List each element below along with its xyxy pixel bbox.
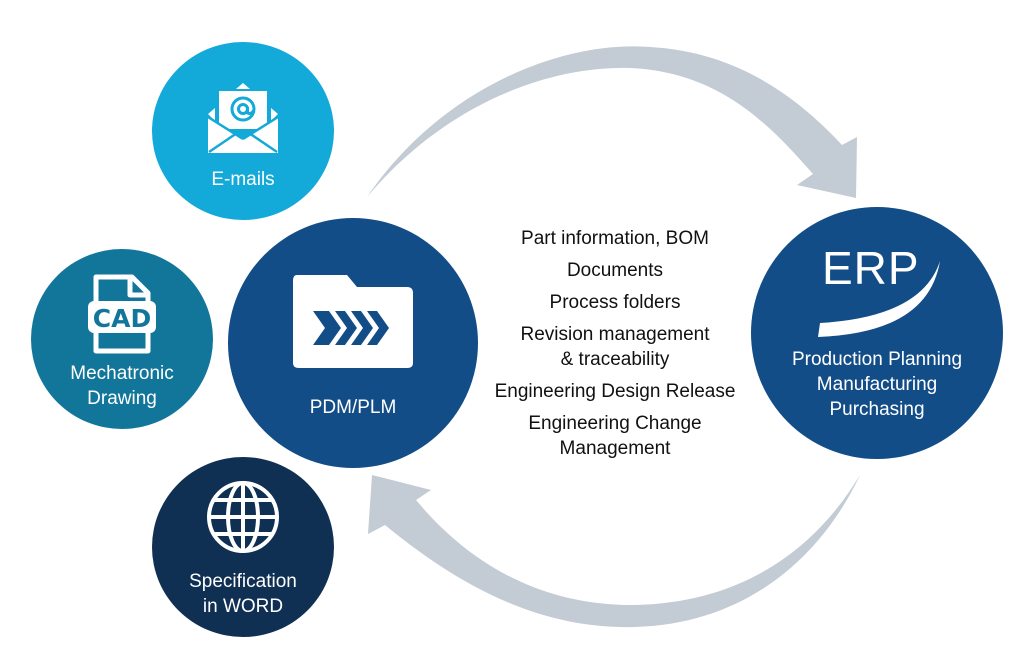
item-text: Part information, BOM <box>521 228 709 249</box>
cad-file-icon: CAD <box>88 274 156 354</box>
arrow-erp-to-pdm <box>368 475 860 628</box>
exchanged-items-list: Part information, BOM Documents Process … <box>470 226 760 468</box>
item-text: Engineering Change <box>528 413 702 434</box>
erp-label-line-2: Manufacturing <box>816 373 938 395</box>
pdm-plm-label: PDM/PLM <box>309 396 397 418</box>
list-item: Process folders <box>470 290 760 315</box>
word-label-line-2: in WORD <box>202 596 284 617</box>
process-folder-icon <box>293 274 413 368</box>
erp-label-line-1: Production Planning <box>791 348 963 370</box>
item-text: Engineering Design Release <box>494 381 736 402</box>
erp-title: ERP <box>822 241 920 294</box>
globe-icon <box>207 481 279 553</box>
emails-label: E-mails <box>211 168 275 190</box>
erp-logo: ERP <box>802 245 952 337</box>
erp-node: ERP Production Planning Manufacturing Pu… <box>751 207 1003 459</box>
erp-label-line-3: Purchasing <box>829 398 925 420</box>
list-item: Revision management & traceability <box>470 322 760 372</box>
swoosh-icon <box>818 260 940 337</box>
list-item: Engineering Change Management <box>470 411 760 461</box>
word-spec-node: Specification in WORD <box>152 457 334 637</box>
list-item: Engineering Design Release <box>470 379 760 404</box>
item-text: Process folders <box>549 292 681 313</box>
item-text: Documents <box>566 260 664 281</box>
cad-label-line-2: Drawing <box>87 388 157 409</box>
cad-label-line-1: Mechatronic <box>70 363 174 384</box>
arrow-pdm-to-erp <box>367 46 857 198</box>
emails-node: E-mails <box>152 42 334 220</box>
item-text: Management <box>559 438 671 459</box>
cad-icon-text: CAD <box>93 304 151 333</box>
cad-node: CAD Mechatronic Drawing <box>31 249 213 429</box>
word-label-line-1: Specification <box>189 571 297 592</box>
item-text: & traceability <box>560 349 670 370</box>
list-item: Part information, BOM <box>470 226 760 251</box>
item-text: Revision management <box>520 324 710 345</box>
envelope-at-icon <box>207 82 279 153</box>
pdm-plm-hub: PDM/PLM <box>228 218 478 468</box>
list-item: Documents <box>470 258 760 283</box>
